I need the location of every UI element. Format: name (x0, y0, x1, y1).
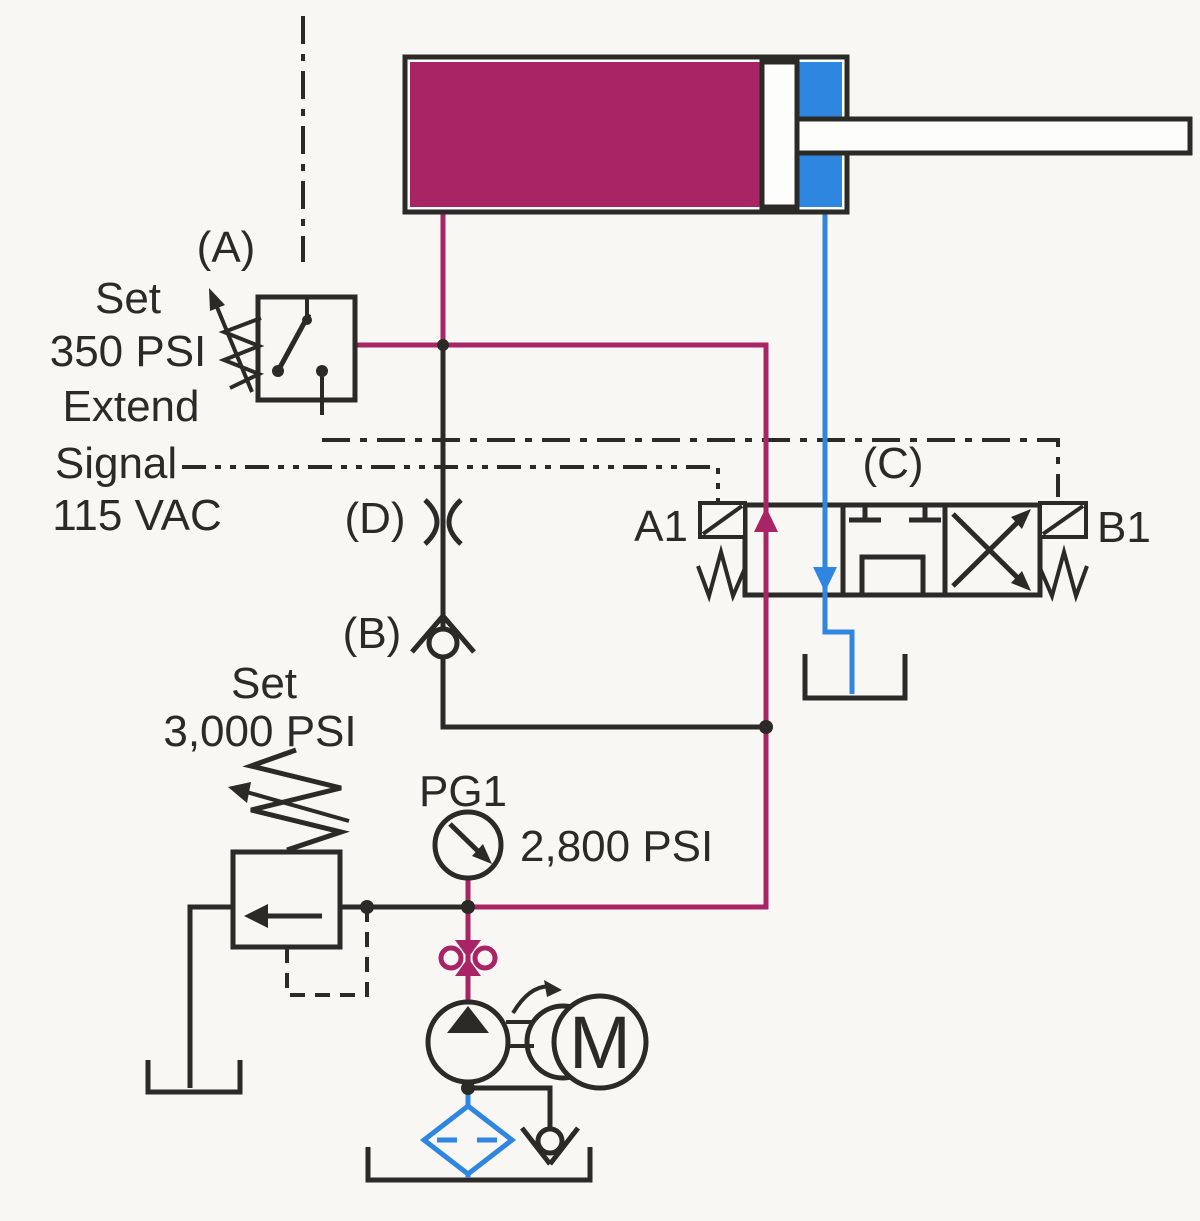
crossed-arrowhead-down (1011, 571, 1031, 591)
valve-crossed-arrows (951, 512, 1028, 588)
gauge-reading-label: 2,800 PSI (520, 822, 713, 871)
tank-symbols (145, 654, 908, 1183)
drain-check-line (468, 1085, 553, 1131)
pressure-switch-set-value: 350 PSI (50, 327, 207, 376)
pressure-switch-set-label: Set (95, 274, 161, 323)
junction-dot (360, 900, 374, 914)
solenoid-b1-label: B1 (1097, 503, 1151, 552)
valve-envelope (742, 502, 1043, 598)
orifice-id-label: (D) (344, 494, 405, 543)
cap-end-chamber (410, 62, 762, 207)
relief-set-label: Set (231, 659, 297, 708)
pressure-switch-symbol (209, 288, 358, 415)
extend-signal-label-line1: Extend (63, 382, 200, 431)
pressure-gauge-symbol (432, 809, 504, 881)
coupling-left-ring (438, 945, 464, 971)
extend-signal-label-line3: 115 VAC (52, 491, 222, 540)
orifice-right-arc (446, 498, 463, 546)
switch-adjust-arrow-shaft (210, 294, 254, 393)
coupling-right-ring (472, 945, 498, 971)
extend-signal-label-line2: Signal (55, 439, 177, 488)
coupling-top-wedge (455, 940, 481, 958)
orifice-left-arc (423, 498, 440, 546)
switch-spring (218, 316, 265, 390)
pressure-switch-id-label: (A) (197, 223, 256, 272)
filter-diamond (419, 1102, 517, 1178)
switch-pivot-dot (272, 365, 284, 377)
drain-check-symbol (520, 1126, 580, 1166)
rod-end-return-line (822, 210, 855, 694)
labels: (A) Set 350 PSI Extend Signal 115 VAC (D… (50, 223, 1151, 1084)
junction-dot (759, 720, 773, 734)
coupling-bottom-wedge (455, 958, 481, 976)
filter-symbol (419, 1102, 517, 1178)
relief-arrowhead (244, 904, 268, 928)
switch-contact-dot (302, 315, 312, 325)
check-valve-symbol (410, 612, 476, 660)
gauge-dial (432, 809, 504, 881)
switch-contact-dot (316, 365, 328, 377)
gauge-id-label: PG1 (419, 767, 507, 816)
check-seat (410, 612, 476, 654)
relief-box (230, 849, 343, 950)
drain-check-ball (535, 1126, 565, 1156)
piston (759, 59, 800, 210)
gauge-needle-head (472, 844, 492, 864)
valve-center-blocked-ports (849, 505, 941, 523)
relief-drain-line (187, 904, 233, 1088)
pressure-line (357, 342, 769, 1004)
reservoir-tank-symbol (365, 1147, 593, 1183)
relief-pilot-line (285, 907, 369, 997)
check-ball (426, 626, 460, 660)
junction-dot (461, 900, 475, 914)
relief-tank-symbol (145, 1060, 243, 1095)
motor-symbol (551, 993, 649, 1091)
valve-position-dividers (840, 505, 948, 595)
solenoid-a1-diagonal (701, 504, 744, 536)
junction-dot (461, 1081, 475, 1095)
relief-spring (242, 747, 351, 853)
plumbing-colored (357, 210, 855, 1178)
valve-spring-left (696, 544, 747, 603)
relief-valve-symbol (228, 747, 351, 950)
orifice-symbol (423, 498, 463, 546)
motor-letter-label: M (569, 1001, 631, 1084)
directional-valve-symbol (696, 501, 1089, 603)
solenoid-b1-diagonal (1041, 504, 1085, 536)
crossed-arrowhead-up (1011, 509, 1031, 529)
signal-line-to-a1 (182, 465, 720, 502)
piston-rod (794, 116, 1193, 156)
valve-spring-right (1038, 544, 1089, 603)
drain-check-seat (520, 1126, 580, 1166)
directional-valve-id-label: (C) (862, 439, 923, 488)
switch-adjust-arrowhead (209, 288, 225, 311)
quick-disconnect-symbol (438, 940, 498, 976)
signal-line-to-b1 (322, 438, 1060, 497)
relief-adjust-arrow-shaft (242, 789, 350, 823)
rotation-arrowhead (544, 980, 562, 997)
junction-dot (437, 339, 449, 351)
valve-tank-symbol (802, 654, 908, 701)
pump-motor-group (425, 980, 649, 1095)
cylinder-symbol (402, 54, 1193, 215)
relief-set-value: 3,000 PSI (163, 707, 356, 756)
flow-arrow-down (813, 567, 837, 592)
check-valve-id-label: (B) (343, 609, 402, 658)
relief-adjust-arrowhead (228, 782, 251, 803)
electrical-signal-lines (182, 16, 1060, 502)
bypass-line (440, 345, 766, 730)
flow-arrow-up (754, 507, 778, 532)
pump-flow-triangle (447, 1006, 489, 1033)
solenoid-a1-label: A1 (634, 502, 688, 551)
valve-center-pt-path (859, 554, 926, 595)
